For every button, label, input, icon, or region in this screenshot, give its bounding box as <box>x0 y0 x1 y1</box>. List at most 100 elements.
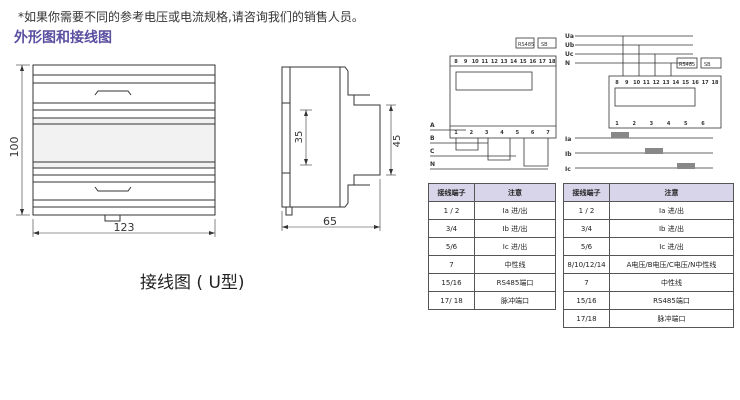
phase-label-c: C <box>430 148 435 155</box>
phase-label-a: A <box>430 122 435 129</box>
terminal-cell: 15/16 <box>563 291 610 310</box>
terminal-cell: 5/6 <box>428 237 475 256</box>
table-right-header-terminal: 接线端子 <box>563 183 610 202</box>
note-cell: 脉冲端口 <box>609 309 734 328</box>
phase-label-n: N <box>430 161 435 168</box>
side-outline <box>281 66 381 208</box>
terminal-number: 10 <box>472 59 479 65</box>
voltage-label-n: N <box>565 60 570 67</box>
terminal-cell: 7 <box>428 255 475 274</box>
terminal-number: 18 <box>549 59 556 65</box>
module-label-rs485-right: RS485 <box>679 62 695 68</box>
terminal-cell: 15/16 <box>428 273 475 292</box>
terminal-number: 2 <box>632 121 636 127</box>
note-cell: 脉冲端口 <box>474 291 556 310</box>
note-cell: A电压/B电压/C电压/N中性线 <box>609 255 734 274</box>
side-outer-height-label: 45 <box>392 135 403 148</box>
terminal-number: 15 <box>520 59 527 65</box>
note-cell: Ib 进/出 <box>474 219 556 238</box>
terminal-cell: 1 / 2 <box>428 201 475 220</box>
terminal-number: 9 <box>625 80 629 86</box>
terminal-number: 1 <box>454 130 458 136</box>
table-left-header-terminal: 接线端子 <box>428 183 475 202</box>
terminal-number: 6 <box>531 130 535 136</box>
wiring-caption: 接线图 ( U型) <box>140 273 245 293</box>
terminal-number: 11 <box>643 80 650 86</box>
table-left-header-note: 注意 <box>474 183 556 202</box>
note-cell: Ia 进/出 <box>474 201 556 220</box>
note-cell: Ic 进/出 <box>474 237 556 256</box>
terminal-cell: 5/6 <box>563 237 610 256</box>
side-inner-height-label: 35 <box>294 131 305 144</box>
terminal-number: 10 <box>633 80 640 86</box>
terminal-number: 15 <box>682 80 689 86</box>
terminal-number: 3 <box>650 121 654 127</box>
terminal-number: 5 <box>684 121 688 127</box>
front-height-label: 100 <box>8 137 21 158</box>
current-label-ia: Ia <box>565 136 571 143</box>
module-label-sb-right: SB <box>704 62 711 68</box>
terminal-number: 4 <box>500 130 504 136</box>
terminal-cell: 3/4 <box>563 219 610 238</box>
terminal-cell: 17/ 18 <box>428 291 475 310</box>
note-cell: Ia 进/出 <box>609 201 734 220</box>
voltage-label-ub: Ub <box>565 42 575 49</box>
terminal-cell: 1 / 2 <box>563 201 610 220</box>
terminal-number: 4 <box>667 121 671 127</box>
module-label-sb-left: SB <box>541 42 548 48</box>
note-cell: 中性线 <box>609 273 734 292</box>
meter-body-left <box>449 55 557 139</box>
terminal-number: 12 <box>653 80 660 86</box>
terminal-number: 18 <box>712 80 719 86</box>
note-cell: RS485端口 <box>474 273 556 292</box>
phase-label-b: B <box>430 135 435 142</box>
table-right-header-note: 注意 <box>609 183 734 202</box>
voltage-label-ua: Ua <box>565 33 574 40</box>
terminal-number: 5 <box>516 130 520 136</box>
meter-body-right <box>608 75 722 129</box>
terminal-number: 11 <box>481 59 488 65</box>
section-title: 外形图和接线图 <box>14 30 112 46</box>
side-width-label: 65 <box>323 215 337 228</box>
terminal-cell: 3/4 <box>428 219 475 238</box>
terminal-number: 13 <box>501 59 508 65</box>
spec-note: *如果你需要不同的参考电压或电流规格,请咨询我们的销售人员。 <box>18 10 364 24</box>
terminal-number: 9 <box>464 59 468 65</box>
note-cell: Ib 进/出 <box>609 219 734 238</box>
side-view-drawing: 35 45 65 <box>281 66 403 231</box>
note-cell: 中性线 <box>474 255 556 274</box>
terminal-number: 8 <box>454 59 458 65</box>
voltage-label-uc: Uc <box>565 51 574 58</box>
terminal-cell: 8/10/12/14 <box>563 255 610 274</box>
terminal-number: 6 <box>701 121 705 127</box>
module-label-rs485-left: RS485 <box>518 42 534 48</box>
terminal-number: 3 <box>485 130 489 136</box>
terminal-number: 14 <box>672 80 679 86</box>
terminal-number: 7 <box>546 130 550 136</box>
terminal-number: 16 <box>692 80 699 86</box>
current-label-ib: Ib <box>565 151 572 158</box>
terminal-number: 8 <box>615 80 619 86</box>
terminal-cell: 7 <box>563 273 610 292</box>
terminal-number: 13 <box>663 80 670 86</box>
terminal-number: 17 <box>702 80 709 86</box>
terminal-number: 1 <box>615 121 619 127</box>
note-cell: RS485端口 <box>609 291 734 310</box>
terminal-number: 12 <box>491 59 498 65</box>
terminal-number: 16 <box>529 59 536 65</box>
